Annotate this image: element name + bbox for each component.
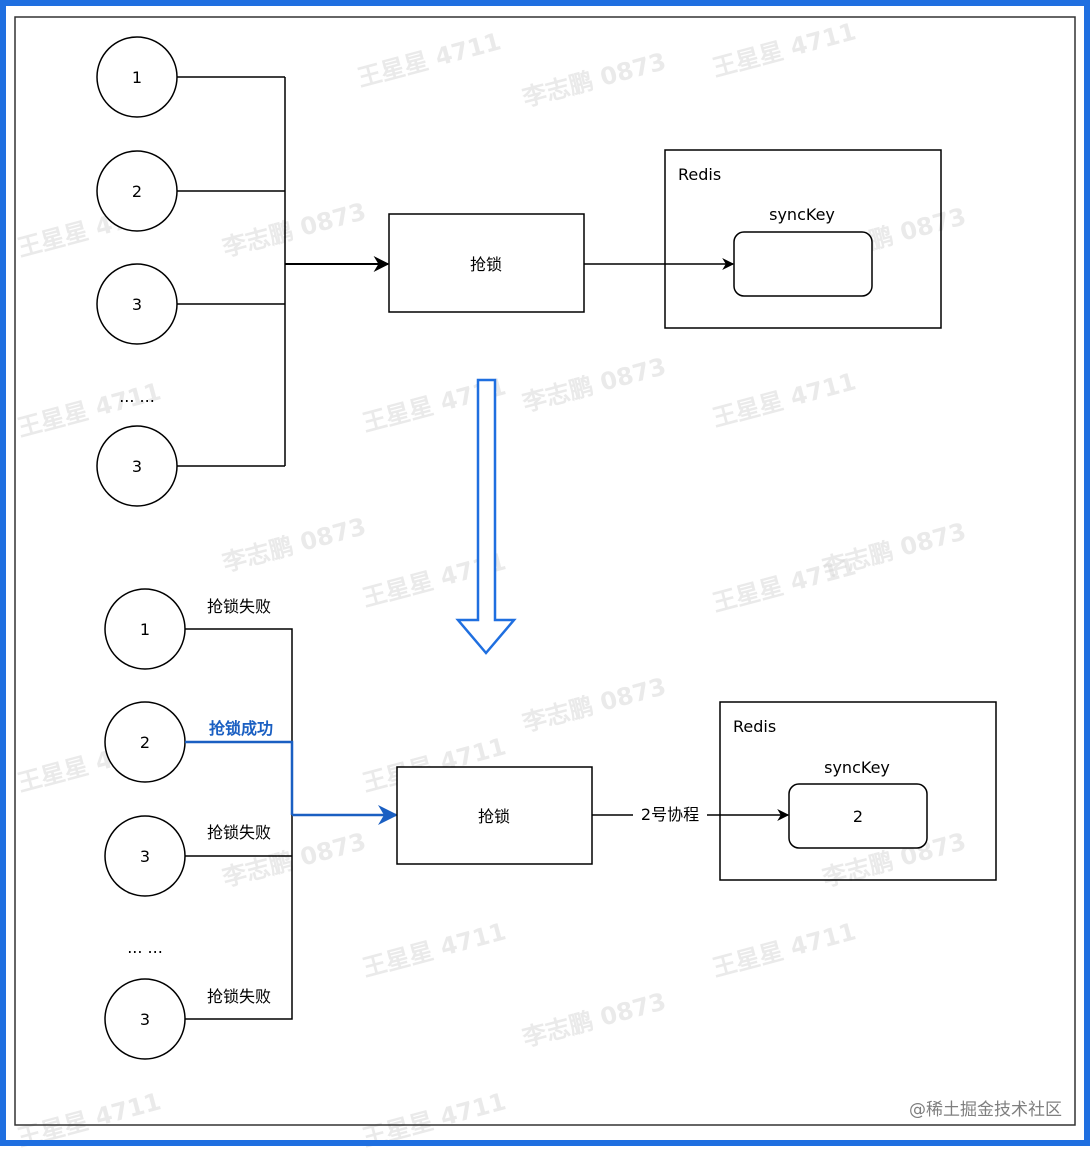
- bottom-edge-label: 2号协程: [641, 805, 699, 824]
- bottom-node-4-status: 抢锁失败: [207, 987, 271, 1006]
- bottom-ellipsis: ... ...: [127, 938, 163, 957]
- bottom-section: 1 抢锁失败 2 抢锁成功 3 抢锁失败 ... ... 3 抢锁失败 抢锁 2…: [104, 588, 997, 1060]
- bottom-node-2-label: 2: [140, 733, 150, 752]
- transition-down-arrow: [455, 378, 517, 655]
- bottom-node-1-label: 1: [140, 620, 150, 639]
- bottom-connector-success: [185, 740, 294, 815]
- top-key-label: syncKey: [769, 205, 835, 224]
- top-node-3-label: 3: [132, 295, 142, 314]
- top-section: 1 2 3 ... ... 3 抢锁 Redis syncKey: [96, 36, 942, 507]
- top-lock-box: [388, 213, 585, 313]
- top-ellipsis: ... ...: [119, 387, 155, 406]
- bottom-edge-label-bg: [633, 801, 707, 825]
- top-node-1-label: 1: [132, 68, 142, 87]
- bottom-redis-box: [719, 701, 997, 881]
- top-node-4-label: 3: [132, 457, 142, 476]
- top-redis-title: Redis: [678, 165, 721, 184]
- top-node-2-label: 2: [132, 182, 142, 201]
- top-lock-label: 抢锁: [470, 255, 502, 274]
- bottom-key-box: [788, 783, 928, 849]
- inner-frame: [14, 16, 1076, 1126]
- bottom-lock-box: [396, 766, 593, 865]
- bottom-key-value: 2: [853, 807, 863, 826]
- bottom-node-2-status: 抢锁成功: [209, 719, 273, 738]
- source-credit: @稀土掘金技术社区: [909, 1100, 1062, 1120]
- bottom-node-1-status: 抢锁失败: [207, 597, 271, 616]
- top-connector: [177, 76, 286, 467]
- bottom-connector-failed: [185, 628, 293, 1020]
- top-key-box: [733, 231, 873, 297]
- bottom-node-4-label: 3: [140, 1010, 150, 1029]
- bottom-node-3-status: 抢锁失败: [207, 823, 271, 842]
- top-redis-box: [664, 149, 942, 329]
- bottom-key-label: syncKey: [824, 758, 890, 777]
- bottom-node-3-label: 3: [140, 847, 150, 866]
- bottom-redis-title: Redis: [733, 717, 776, 736]
- bottom-lock-label: 抢锁: [478, 807, 510, 826]
